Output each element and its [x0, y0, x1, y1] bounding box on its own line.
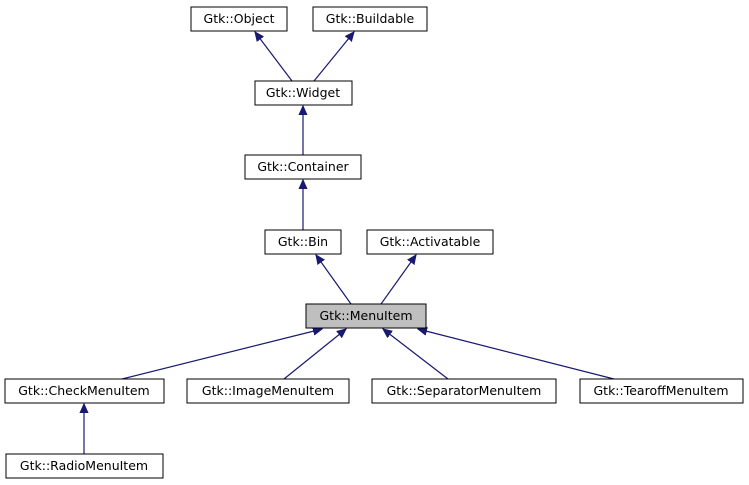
node-label-tearoffmenuitem: Gtk::TearoffMenuItem	[593, 383, 728, 398]
node-gtk-radiomenuitem[interactable]: Gtk::RadioMenuItem	[5, 453, 164, 479]
node-label-activatable: Gtk::Activatable	[380, 234, 481, 249]
node-label-menuitem: Gtk::MenuItem	[319, 308, 412, 323]
edge-tearoffmenuitem-to-menuitem	[418, 329, 615, 380]
node-label-radiomenuitem: Gtk::RadioMenuItem	[20, 458, 148, 473]
edge-widget-to-buildable	[313, 32, 354, 82]
edge-menuitem-to-activatable	[380, 255, 416, 305]
node-label-container: Gtk::Container	[257, 159, 349, 174]
edge-widget-to-object	[255, 32, 293, 82]
edge-imagemenuitem-to-menuitem	[283, 329, 346, 380]
inheritance-edges	[84, 32, 615, 454]
node-gtk-buildable[interactable]: Gtk::Buildable	[312, 6, 428, 32]
node-label-checkmenuitem: Gtk::CheckMenuItem	[18, 383, 149, 398]
edge-menuitem-to-bin	[316, 255, 352, 305]
node-label-widget: Gtk::Widget	[266, 85, 340, 100]
node-label-separatormenuitem: Gtk::SeparatorMenuItem	[387, 383, 542, 398]
node-gtk-tearoffmenuitem[interactable]: Gtk::TearoffMenuItem	[579, 378, 744, 404]
edge-checkmenuitem-to-menuitem	[121, 329, 322, 380]
node-gtk-menuitem[interactable]: Gtk::MenuItem	[305, 303, 427, 329]
node-gtk-bin[interactable]: Gtk::Bin	[264, 229, 342, 255]
edge-separatormenuitem-to-menuitem	[383, 329, 449, 380]
node-label-bin: Gtk::Bin	[278, 234, 328, 249]
node-label-buildable: Gtk::Buildable	[326, 11, 415, 26]
node-label-imagemenuitem: Gtk::ImageMenuItem	[202, 383, 334, 398]
node-gtk-object[interactable]: Gtk::Object	[190, 6, 288, 32]
node-label-object: Gtk::Object	[204, 11, 275, 26]
node-gtk-checkmenuitem[interactable]: Gtk::CheckMenuItem	[4, 378, 165, 404]
node-gtk-widget[interactable]: Gtk::Widget	[254, 80, 353, 106]
node-gtk-imagemenuitem[interactable]: Gtk::ImageMenuItem	[186, 378, 350, 404]
node-gtk-container[interactable]: Gtk::Container	[244, 154, 362, 180]
node-gtk-activatable[interactable]: Gtk::Activatable	[366, 229, 494, 255]
node-gtk-separatormenuitem[interactable]: Gtk::SeparatorMenuItem	[371, 378, 557, 404]
